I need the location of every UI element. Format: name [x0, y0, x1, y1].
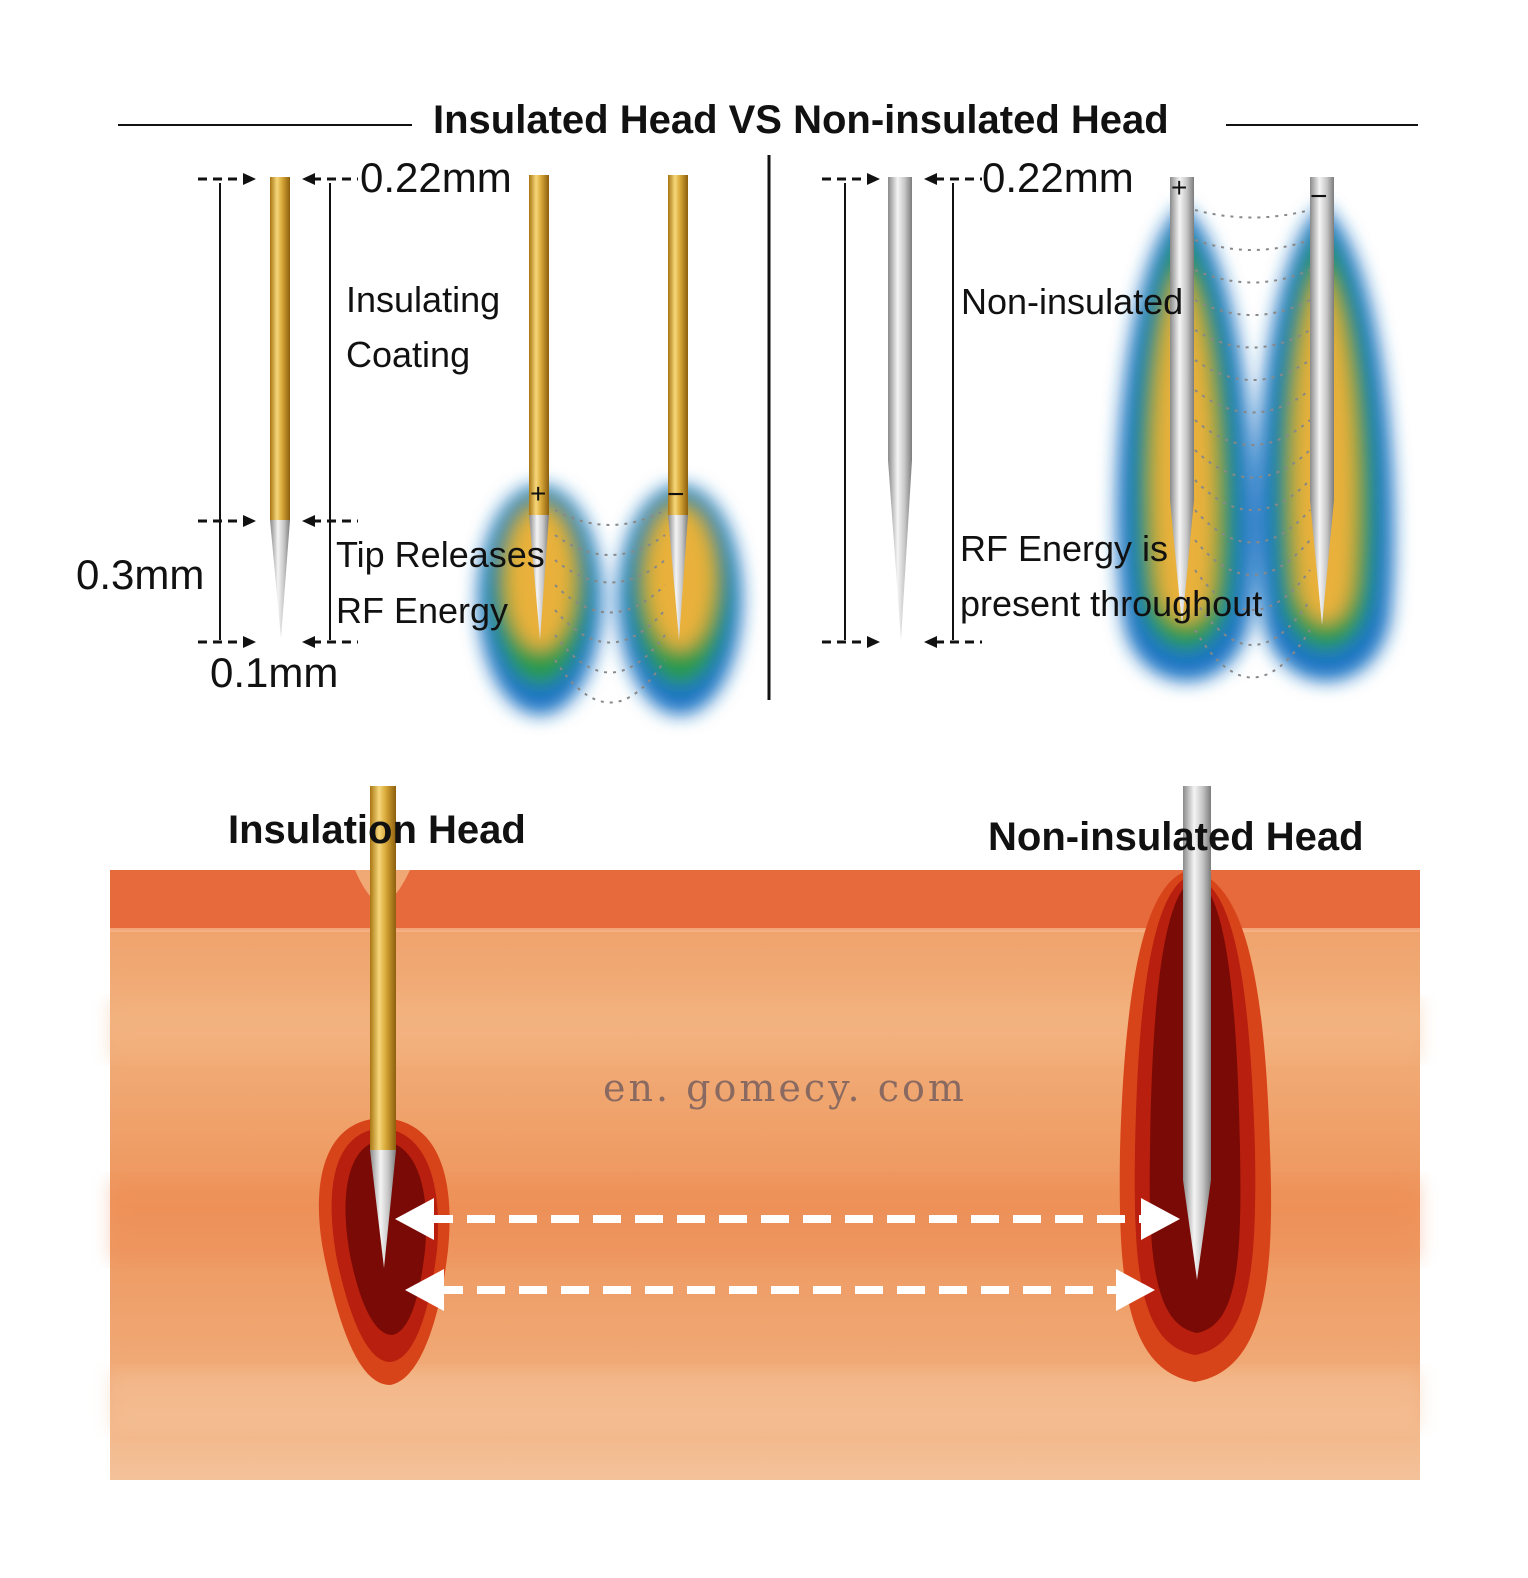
non-insulated-head-label: Non-insulated Head	[988, 815, 1364, 859]
comparison-arrows	[395, 1198, 1180, 1311]
insulated-width-label: 0.22mm	[360, 154, 512, 201]
tip-width-label: 0.1mm	[210, 649, 339, 696]
insulated-needle-bottom	[370, 786, 396, 1268]
positive-electrode-sign: +	[530, 478, 547, 509]
non-insulated-needle-dimension	[822, 173, 982, 648]
coating-label-line1: Insulating	[346, 279, 501, 320]
coating-label-line2: Coating	[346, 334, 471, 375]
energy-label-line1: RF Energy is	[960, 528, 1169, 569]
watermark: en. gomecy. com	[603, 1066, 967, 1110]
insulated-needle-dimension	[198, 173, 358, 648]
tip-length-label: 0.3mm	[76, 551, 205, 598]
energy-label-line2: present throughout	[960, 583, 1263, 624]
positive-electrode-sign-right: +	[1171, 172, 1188, 203]
non-insulated-needle-bottom	[1183, 786, 1211, 1280]
diagram-title: Insulated Head VS Non-insulated Head	[433, 98, 1169, 142]
tip-label-line1: Tip Releases	[336, 534, 545, 575]
non-insulated-field-illustration	[1116, 177, 1395, 682]
negative-electrode-sign-right: −	[1310, 180, 1328, 213]
tip-label-line2: RF Energy	[336, 590, 509, 631]
insulated-field-illustration	[478, 175, 742, 715]
negative-electrode-sign: −	[667, 478, 685, 511]
insulation-head-label: Insulation Head	[228, 808, 526, 852]
non-insulated-label: Non-insulated	[961, 281, 1184, 322]
non-insulated-width-label: 0.22mm	[982, 154, 1134, 201]
